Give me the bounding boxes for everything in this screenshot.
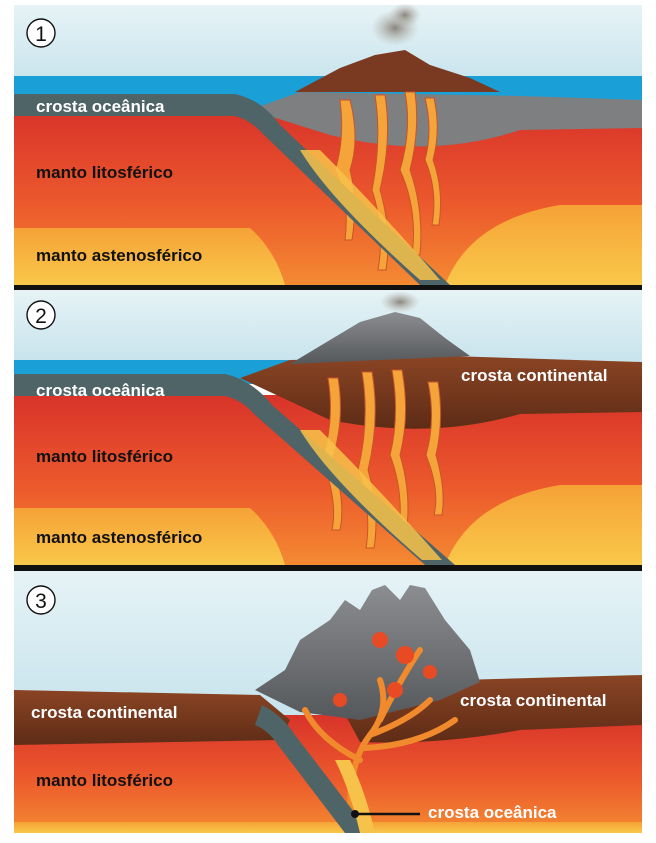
label-oceanic-crust: crosta oceânica	[36, 97, 165, 116]
label-oceanic-crust: crosta oceânica	[36, 381, 165, 400]
label-lithospheric-mantle: manto litosférico	[36, 447, 173, 466]
label-lithospheric-mantle: manto litosférico	[36, 771, 173, 790]
label-oceanic-crust: crosta oceânica	[428, 803, 557, 822]
label-continental-crust: crosta continental	[461, 366, 607, 385]
label-continental-crust-right: crosta continental	[460, 691, 606, 710]
label-continental-crust-left: crosta continental	[31, 703, 177, 722]
panel-1: 1 crosta oceânica manto litosférico mant…	[14, 3, 642, 285]
panel-number: 2	[35, 305, 47, 328]
asthenospheric-mantle	[14, 822, 642, 833]
panel-divider	[14, 285, 642, 290]
panel-2: 2 crosta oceânica crosta continental man…	[14, 290, 642, 565]
label-lithospheric-mantle: manto litosférico	[36, 163, 173, 182]
label-asthenospheric-mantle: manto astenosférico	[36, 246, 202, 265]
label-asthenospheric-mantle: manto astenosférico	[36, 528, 202, 547]
panel-divider	[14, 565, 642, 571]
volcanic-smoke	[389, 3, 421, 27]
volcanic-smoke	[380, 291, 420, 313]
panel-number: 1	[35, 23, 47, 46]
panel-number: 3	[35, 590, 47, 613]
panel-3: 3 crosta continental crosta continental …	[14, 571, 642, 833]
